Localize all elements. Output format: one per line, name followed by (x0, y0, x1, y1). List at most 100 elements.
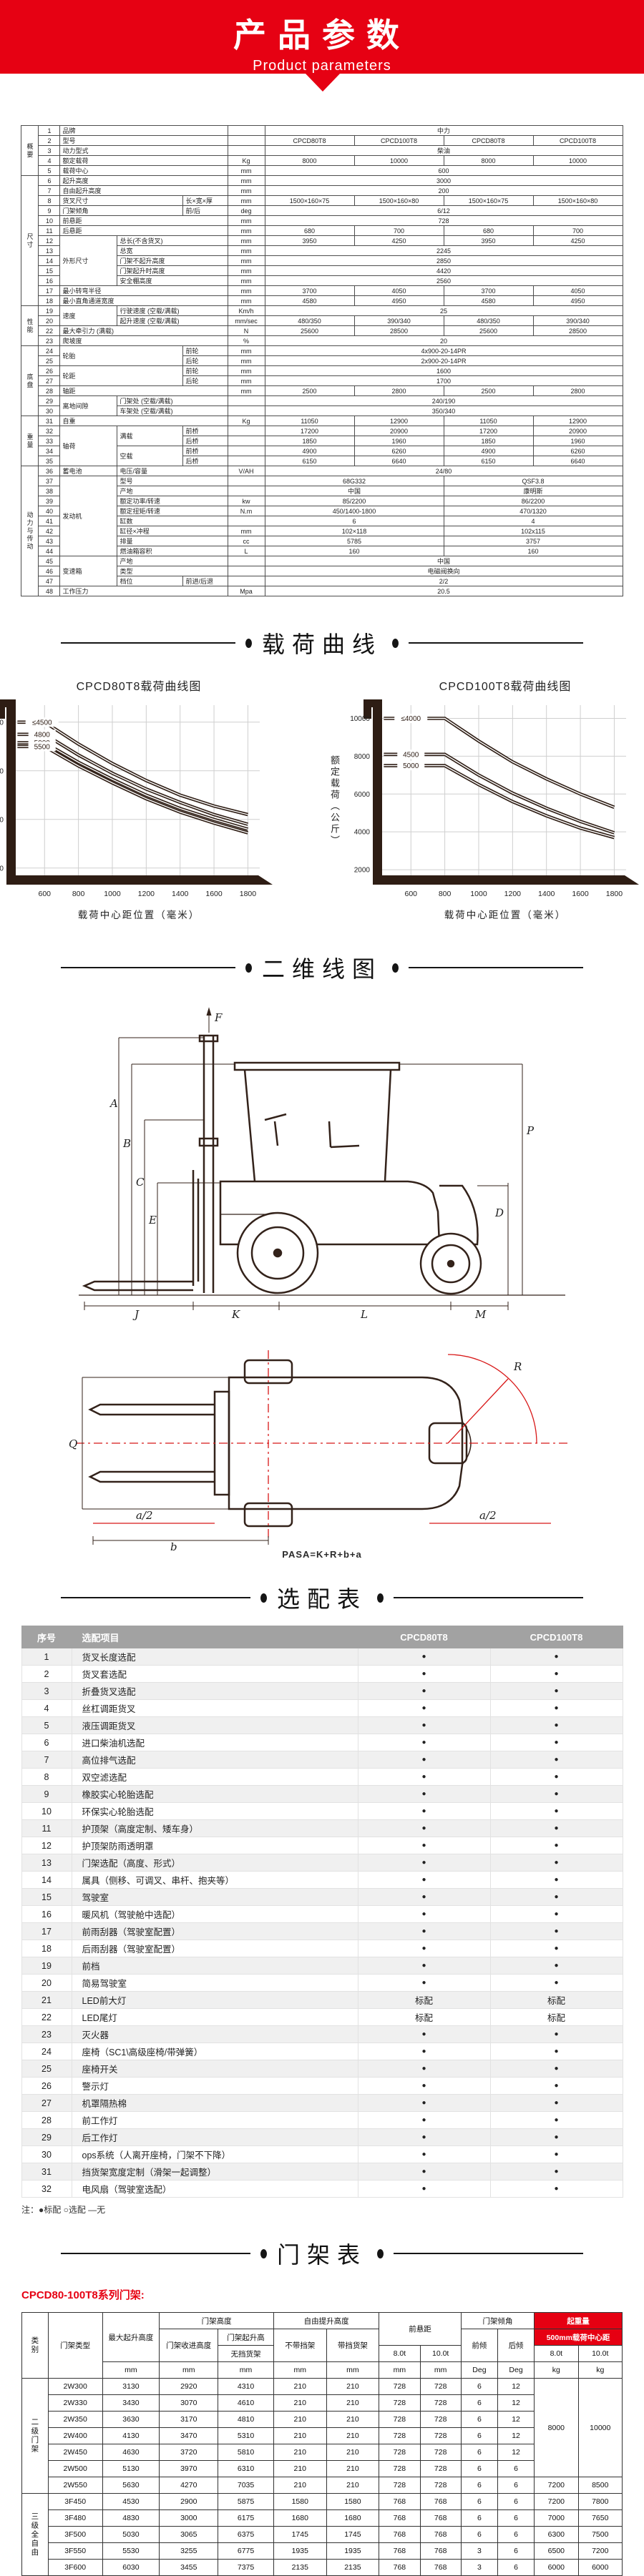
spec-cell (227, 556, 265, 566)
bullet-icon (392, 963, 399, 973)
spec-cell: 4250 (532, 235, 623, 246)
mast-cell: 7200 (577, 2542, 623, 2560)
spec-cell: 11050 (443, 416, 534, 426)
option-value: ● (489, 1682, 623, 1700)
spec-cell: 动力型式 (59, 145, 228, 156)
option-item: 简易驾驶室 (71, 1974, 358, 1992)
spec-cell: 前进/后退 (182, 576, 228, 586)
mast-cell: 三级全自由 (21, 2493, 49, 2576)
option-item: 后工作灯 (71, 2128, 358, 2146)
spec-cell (227, 426, 265, 436)
spec-cell: mm (227, 215, 265, 226)
spec-cell: 12900 (532, 416, 623, 426)
spec-cell: 23 (38, 335, 61, 346)
mast-cell: 6 (460, 2427, 498, 2444)
spec-cell: V/AH (227, 466, 265, 476)
spec-cell: 700 (532, 225, 623, 236)
spec-cell: cc (227, 536, 265, 546)
option-no: 3 (21, 1682, 72, 1700)
spec-cell: 7 (38, 185, 61, 196)
mast-cell: kg (534, 2361, 579, 2379)
option-no: 21 (21, 1991, 72, 2009)
aisle-width-formula: PASA=K+R+b+a (282, 1549, 362, 1560)
mast-cell: 2W400 (47, 2427, 103, 2444)
spec-cell: 3950 (264, 235, 355, 246)
spec-cell: 1500×160×75 (443, 195, 534, 206)
spec-cell: 性能 (21, 305, 39, 346)
spec-cell: mm (227, 245, 265, 256)
option-value: ● (489, 1768, 623, 1786)
option-value: ● (357, 2042, 491, 2060)
option-value: ● (357, 2163, 491, 2181)
spec-cell: 蓄电池 (59, 466, 118, 476)
mast-cell: 12 (497, 2378, 535, 2395)
option-no: 8 (21, 1768, 72, 1786)
section-title-line-drawing: 二维线图 (262, 956, 383, 982)
mast-cell: 728 (379, 2378, 421, 2395)
options-header-cell: 序号 (21, 1626, 72, 1648)
mast-cell: 210 (273, 2378, 327, 2395)
mast-cell: 5630 (102, 2477, 160, 2494)
option-value: ● (357, 1682, 491, 1700)
divider-line (61, 967, 235, 968)
svg-text:2000: 2000 (0, 865, 4, 872)
mast-cell: 2920 (159, 2378, 219, 2395)
spec-cell: 1500×160×80 (532, 195, 623, 206)
spec-cell: CPCD80T8 (264, 135, 355, 146)
spec-cell: L (227, 546, 265, 556)
spec-cell: 额定功率/转速 (117, 496, 228, 506)
svg-text:4000: 4000 (0, 816, 4, 824)
divider-line (61, 642, 235, 644)
option-no: 7 (21, 1751, 72, 1769)
spec-cell: 33 (38, 436, 61, 446)
section-header-mast: 门架表 (61, 2237, 584, 2270)
option-no: 1 (21, 1648, 72, 1666)
spec-cell: 350/340 (264, 405, 623, 416)
option-item: 驾驶室 (71, 1888, 358, 1906)
spec-cell: 160 (443, 546, 623, 556)
spec-cell: 390/340 (532, 315, 623, 326)
option-item: 座椅（SC1\高级座椅/带弹簧） (71, 2042, 358, 2060)
spec-cell: 4x900-20-14PR (264, 345, 623, 356)
option-value: ● (357, 2128, 491, 2146)
chart-y-axis-label: 额定载荷（公斤） (329, 755, 340, 847)
spec-cell: 19 (38, 305, 61, 316)
dim-label-k: K (231, 1308, 240, 1321)
mast-cell: 210 (326, 2477, 380, 2494)
spec-cell: 后桥 (182, 456, 228, 466)
mast-cell: 8500 (577, 2477, 623, 2494)
section-title-mast: 门架表 (277, 2242, 368, 2268)
option-value: ● (489, 1665, 623, 1683)
mast-cell: 7650 (577, 2509, 623, 2527)
section-header-load-curve: 载荷曲线 (61, 626, 584, 659)
mast-cell: 门架高度 (159, 2312, 274, 2329)
spec-cell: mm (227, 175, 265, 186)
svg-text:1400: 1400 (172, 890, 189, 898)
spec-cell: 28500 (353, 325, 444, 336)
option-value: ● (357, 2094, 491, 2112)
spec-cell: 型号 (59, 135, 228, 146)
mast-cell: 768 (419, 2542, 462, 2560)
mast-cell: 210 (273, 2460, 327, 2477)
spec-cell: 变速箱 (59, 556, 118, 586)
spec-cell (227, 566, 265, 576)
dim-label-q: Q (69, 1437, 77, 1450)
spec-cell: 10000 (532, 155, 623, 166)
spec-cell (227, 135, 265, 146)
option-value: ● (357, 1802, 491, 1820)
spec-cell: 缸数 (117, 516, 228, 526)
spec-cell: 4580 (443, 295, 534, 306)
bullet-icon (245, 638, 252, 648)
spec-cell: 25600 (443, 325, 534, 336)
spec-cell: 200 (264, 185, 623, 196)
mast-cell: mm (218, 2361, 274, 2379)
option-item: 护顶架防雨透明罩 (71, 1837, 358, 1854)
spec-cell: 600 (264, 165, 623, 176)
option-no: 9 (21, 1785, 72, 1803)
mast-cell: 210 (273, 2394, 327, 2412)
spec-cell: 2/2 (264, 576, 623, 586)
mast-cell: 210 (273, 2411, 327, 2428)
option-value: ● (357, 2180, 491, 2198)
option-value: ● (357, 1768, 491, 1786)
mast-cell: 3065 (159, 2526, 219, 2543)
